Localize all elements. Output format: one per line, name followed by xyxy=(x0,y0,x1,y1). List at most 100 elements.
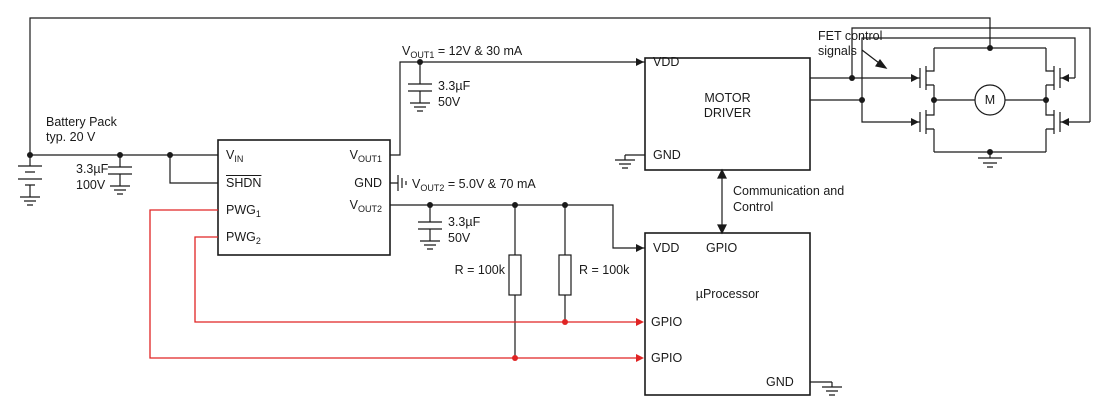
junction-dot xyxy=(427,202,433,208)
fet-bottom-right-symbol xyxy=(1045,100,1090,152)
pwg1-pin-sub: 1 xyxy=(255,209,261,219)
junction-dot xyxy=(167,152,173,158)
battery-symbol xyxy=(18,155,42,206)
fet-signals-label-line2: signals xyxy=(818,44,857,58)
vout1-cap-voltage-label: 50V xyxy=(438,95,461,109)
vout2-pin-main: V xyxy=(349,198,358,212)
pwg2-pin-sub: 2 xyxy=(255,236,261,246)
vout1-cap-value-label: 3.3µF xyxy=(438,79,471,93)
vout2-rail-label: VOUT2 = 5.0V & 70 mA xyxy=(412,177,536,195)
vout2-cap-value-label: 3.3µF xyxy=(448,215,481,229)
motor-driver-title-line1: MOTOR xyxy=(704,91,751,105)
vout2-pin-sub: OUT2 xyxy=(357,204,382,214)
vout1-capacitor-symbol xyxy=(408,62,432,112)
motor-driver-pin-gnd: GND xyxy=(653,148,681,162)
junction-dot xyxy=(849,75,855,81)
motor-symbol xyxy=(974,84,1006,116)
pwg2-junction-dot xyxy=(562,319,568,325)
motor-driver-title-line2: DRIVER xyxy=(703,106,752,120)
regulator-pin-shdn: SHDN xyxy=(226,176,262,190)
input-cap-voltage-label: 100V xyxy=(76,178,106,192)
motor-driver-pin-vdd: VDD xyxy=(653,55,680,69)
regulator-gnd-ground-symbol xyxy=(390,175,407,191)
microprocessor-pin-vdd: VDD xyxy=(653,241,680,255)
vout1-wire xyxy=(390,61,645,156)
vout1-rail-label-sub: OUT1 xyxy=(410,50,435,60)
comm-arrowhead-down xyxy=(717,224,727,235)
regulator-pin-vout2: VOUT2 xyxy=(318,198,382,216)
microprocessor-title: µProcessor xyxy=(695,287,760,301)
battery-label-line2: typ. 20 V xyxy=(46,130,96,144)
motor-driver-vdd-arrowhead xyxy=(636,58,644,66)
vin-pin-sub: IN xyxy=(234,154,244,164)
resistor-r1-body xyxy=(508,254,522,296)
pwg1-wire xyxy=(149,209,637,359)
fet-top-right-symbol xyxy=(1045,48,1075,100)
junction-dot xyxy=(987,45,993,51)
vout2-rail-label-sub: OUT2 xyxy=(420,183,445,193)
input-cap-value-label: 3.3µF xyxy=(76,162,109,176)
junction-dot xyxy=(1043,97,1049,103)
junction-dot xyxy=(117,152,123,158)
resistor-r2-label: R = 100k xyxy=(579,263,630,277)
regulator-pin-vin: VIN xyxy=(226,148,243,166)
microprocessor-pin-gnd: GND xyxy=(766,375,794,389)
microprocessor-pin-gpio2: GPIO xyxy=(651,351,683,365)
regulator-block xyxy=(217,139,391,256)
junction-dot xyxy=(27,152,33,158)
fet-signals-arrow xyxy=(861,49,888,69)
comm-label-line1: Communication and xyxy=(733,184,845,198)
comm-arrowhead-up xyxy=(717,168,727,179)
gate-arrowhead-top-left xyxy=(911,74,919,82)
vout1-pin-sub: OUT1 xyxy=(357,154,382,164)
junction-dot xyxy=(417,59,423,65)
pwg2-wire xyxy=(194,236,637,323)
vout2-rail-label-rest: = 5.0V & 70 mA xyxy=(444,177,536,191)
motor-driver-gnd-ground-symbol xyxy=(615,154,645,169)
vout2-cap-voltage-label: 50V xyxy=(448,231,471,245)
shdn-tie-wire xyxy=(169,155,218,184)
microprocessor-pin-gpio-top: GPIO xyxy=(706,241,738,255)
comm-label-line2: Control xyxy=(733,200,774,214)
junction-dot xyxy=(931,97,937,103)
regulator-pin-gnd: GND xyxy=(354,176,382,190)
fet-signals-arrowhead xyxy=(875,58,888,69)
input-capacitor-symbol xyxy=(108,155,132,195)
vout2-wire xyxy=(390,204,645,249)
regulator-pin-vout1: VOUT1 xyxy=(318,148,382,166)
pwg2-arrowhead xyxy=(636,318,644,326)
pwg1-pin-main: PWG xyxy=(226,203,256,217)
junction-dot xyxy=(987,149,993,155)
vout2-capacitor-symbol xyxy=(418,205,442,250)
pwg2-pin-main: PWG xyxy=(226,230,256,244)
microprocessor-gnd-ground-symbol xyxy=(810,381,842,396)
vout2-rail-label-main: V xyxy=(412,177,421,191)
vout1-rail-label-main: V xyxy=(402,44,411,58)
battery-label-line1: Battery Pack xyxy=(46,115,117,129)
pwg1-junction-dot xyxy=(512,355,518,361)
vout1-pin-main: V xyxy=(349,148,358,162)
regulator-pin-pwg1: PWG1 xyxy=(226,203,261,221)
gate-arrowhead-bottom-left xyxy=(911,118,919,126)
junction-dot xyxy=(859,97,865,103)
gate-arrowhead-top-right xyxy=(1061,74,1069,82)
vout1-rail-label-rest: = 12V & 30 mA xyxy=(434,44,523,58)
vout1-rail-label: VOUT1 = 12V & 30 mA xyxy=(402,44,522,62)
fet-signals-arrow-shaft xyxy=(861,49,880,64)
fet-bottom-left-symbol xyxy=(908,100,935,152)
regulator-pin-pwg2: PWG2 xyxy=(226,230,261,248)
motor-label: M xyxy=(984,93,996,107)
junction-dot xyxy=(512,202,518,208)
resistor-r1-label: R = 100k xyxy=(454,263,505,277)
fet-signals-label-line1: FET control xyxy=(818,29,883,43)
fet-top-left-symbol xyxy=(908,48,935,100)
supply-top-rail-wire xyxy=(29,17,991,155)
microprocessor-block xyxy=(644,232,811,396)
gate-arrowhead-bottom-right xyxy=(1061,118,1069,126)
microprocessor-vdd-arrowhead xyxy=(636,244,644,252)
junction-dot xyxy=(562,202,568,208)
comm-arrow xyxy=(717,168,727,235)
gate-routing-wires xyxy=(810,27,1091,123)
